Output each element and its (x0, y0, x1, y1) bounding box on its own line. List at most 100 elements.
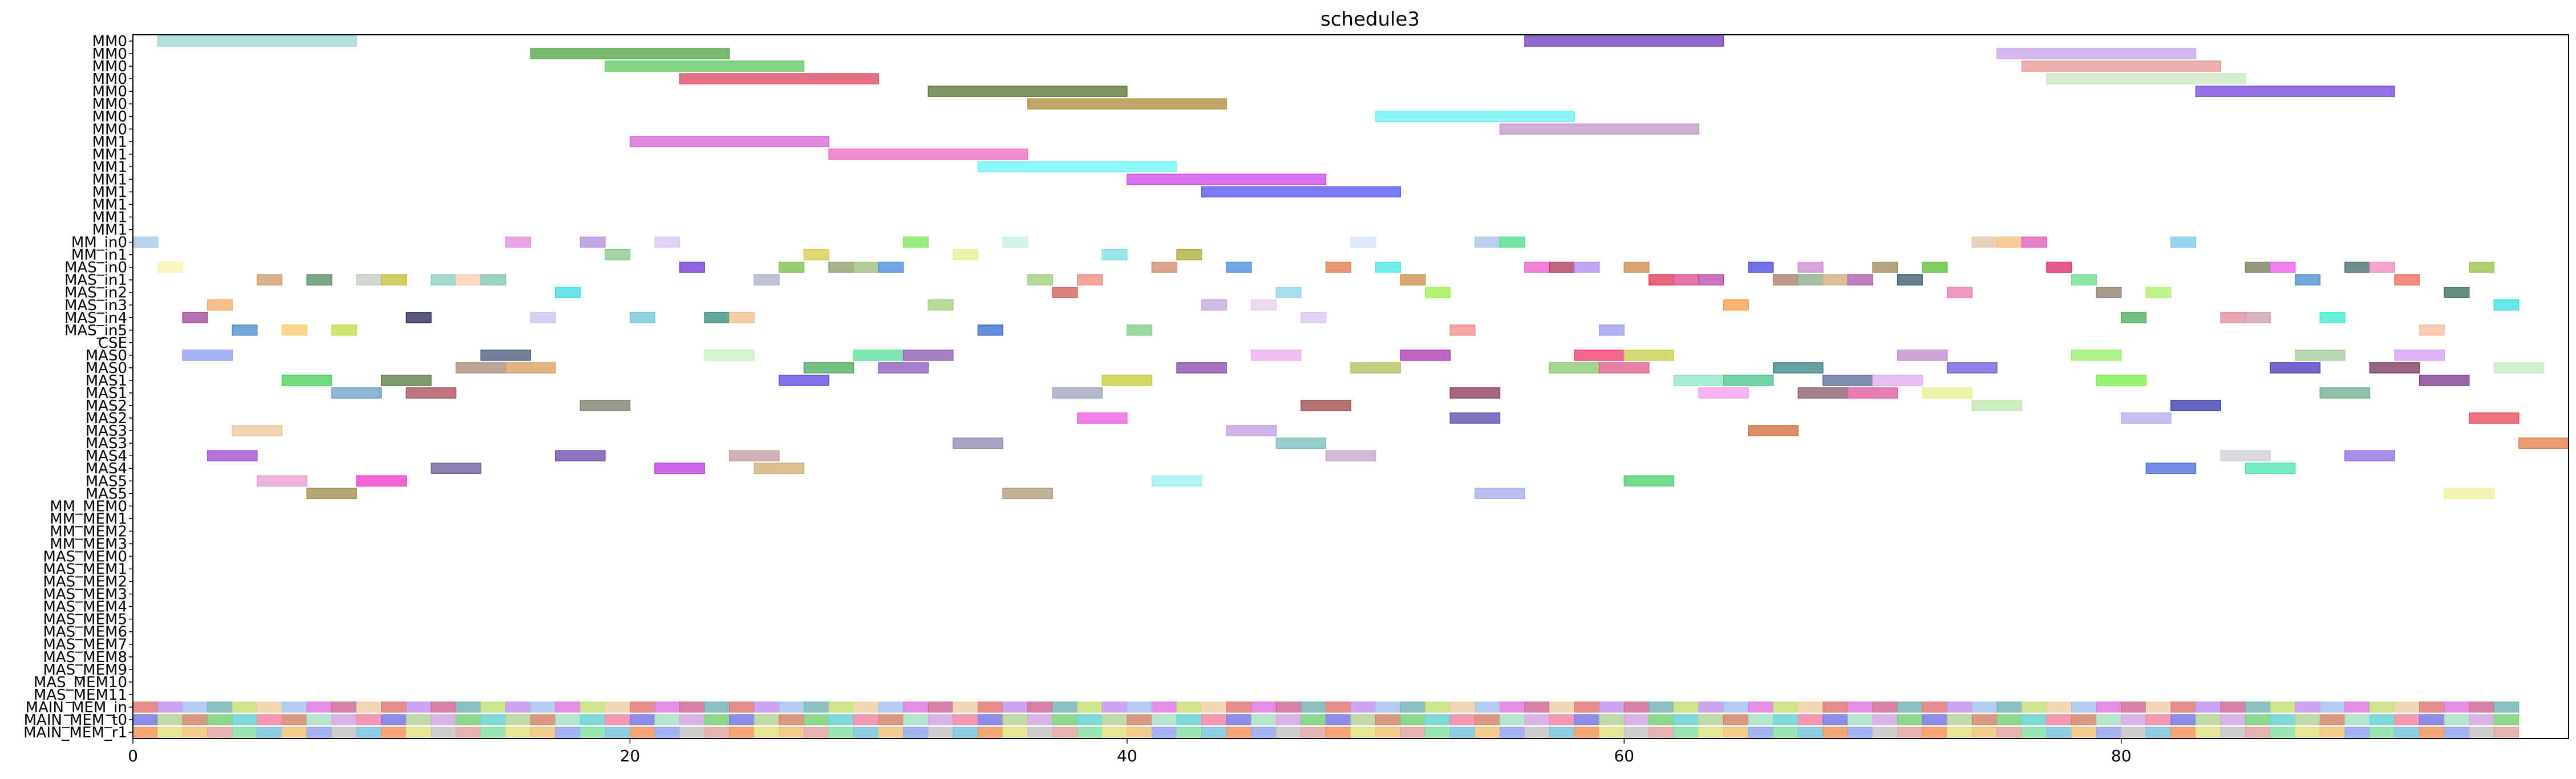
y-tick-label: MAS4 (86, 460, 127, 477)
task-bar (356, 274, 382, 286)
task-bar (1946, 286, 1973, 298)
memory-cell (654, 714, 681, 725)
task-bar (206, 450, 258, 461)
memory-cell (2170, 714, 2196, 725)
task-bar (1996, 236, 2023, 248)
memory-cell (2444, 701, 2470, 713)
memory-cell (1748, 727, 1774, 738)
memory-cell (1077, 727, 1103, 738)
memory-cell (2220, 714, 2246, 725)
task-bar (803, 249, 829, 261)
memory-cell (1325, 727, 1351, 738)
task-bar (1574, 350, 1625, 361)
task-bar (679, 73, 879, 84)
memory-cell (1872, 701, 1898, 713)
memory-cell (2493, 714, 2520, 725)
task-bar (2220, 450, 2271, 461)
task-bar (2394, 274, 2420, 286)
memory-cell (779, 714, 804, 725)
memory-cell (2344, 701, 2370, 713)
memory-cell (1549, 727, 1575, 738)
memory-cell (1499, 714, 1525, 725)
memory-cell (729, 714, 755, 725)
plot-frame (132, 34, 2569, 739)
task-bar (902, 236, 929, 248)
x-tick-label: 0 (128, 746, 138, 765)
task-bar (530, 48, 730, 59)
memory-cell (2145, 714, 2172, 725)
task-bar (1176, 249, 1202, 261)
task-bar (1772, 274, 1799, 286)
y-tick-label: MAS_MEM2 (43, 574, 127, 591)
task-bar (1027, 98, 1227, 109)
memory-cell (406, 701, 432, 713)
y-tick-label: MAS4 (86, 448, 127, 465)
memory-cell (157, 701, 183, 713)
task-bar (704, 312, 730, 323)
task-bar (1897, 274, 1923, 286)
y-tick-label: MM_in0 (71, 234, 127, 251)
task-bar (406, 312, 432, 323)
memory-cell (953, 714, 978, 725)
memory-cell (1325, 714, 1351, 725)
memory-cell (1375, 727, 1401, 738)
task-bar (1673, 274, 1699, 286)
memory-cell (1673, 714, 1699, 725)
memory-cell (2046, 727, 2072, 738)
memory-cell (2419, 714, 2445, 725)
task-bar (728, 312, 755, 323)
task-bar (1748, 261, 1774, 273)
memory-cell (1723, 727, 1749, 738)
task-bar (132, 236, 159, 248)
memory-cell (1275, 714, 1302, 725)
y-tick-label: MAS_MEM8 (43, 649, 127, 666)
memory-cell (1325, 701, 1351, 713)
memory-cell (1375, 714, 1401, 725)
y-tick-label: MAS_in5 (64, 322, 127, 339)
task-bar (605, 60, 805, 72)
task-bar (878, 362, 929, 374)
memory-cell (2295, 727, 2320, 738)
memory-cell (1475, 727, 1500, 738)
task-bar (1475, 236, 1501, 248)
task-bar (1250, 299, 1277, 311)
memory-cell (2369, 714, 2395, 725)
memory-cell (580, 727, 606, 738)
task-bar (1723, 299, 1749, 311)
memory-cell (853, 727, 879, 738)
task-bar (1623, 261, 1650, 273)
memory-cell (1996, 701, 2022, 713)
task-bar (306, 488, 357, 500)
memory-cell (1251, 701, 1277, 713)
task-bar (480, 274, 507, 286)
task-bar (754, 462, 805, 474)
task-bar (629, 312, 655, 323)
memory-cell (1947, 701, 1972, 713)
y-tick-label: MAS1 (86, 385, 127, 402)
y-tick-label: MAS_MEM7 (43, 636, 127, 654)
task-bar (2493, 299, 2520, 311)
task-bar (356, 475, 407, 487)
memory-cell (2493, 701, 2520, 713)
memory-cell (1922, 714, 1948, 725)
memory-cell (1524, 701, 1550, 713)
memory-cell (1027, 701, 1053, 713)
memory-cell (1002, 727, 1028, 738)
memory-cell (257, 701, 282, 713)
memory-cell (1649, 727, 1674, 738)
memory-cell (1872, 714, 1898, 725)
memory-cell (2121, 701, 2146, 713)
task-bar (2444, 286, 2470, 298)
memory-cell (2469, 714, 2494, 725)
memory-cell (207, 714, 233, 725)
task-bar (2419, 375, 2470, 386)
memory-cell (1723, 714, 1749, 725)
memory-cell (1872, 727, 1898, 738)
memory-cell (1275, 727, 1302, 738)
task-bar (1822, 375, 1873, 386)
memory-cell (1499, 701, 1525, 713)
task-bar (902, 350, 954, 361)
memory-cell (1971, 727, 1998, 738)
memory-cell (2295, 701, 2320, 713)
y-tick-label: MAS0 (86, 360, 127, 377)
